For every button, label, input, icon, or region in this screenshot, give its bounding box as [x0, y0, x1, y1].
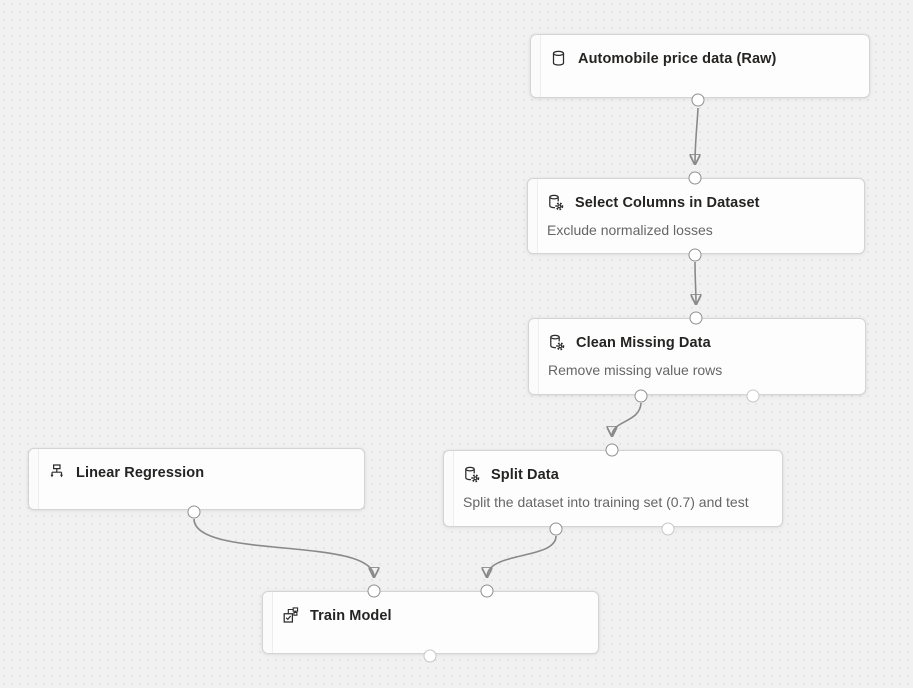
port-output-select-columns[interactable] — [688, 248, 702, 262]
node-left-strip — [29, 449, 39, 509]
edge-select-columns-to-clean-missing[interactable] — [695, 261, 696, 304]
port-input-train-model-left[interactable] — [367, 584, 381, 598]
port-output-clean-missing-data-right[interactable] — [746, 389, 760, 403]
node-title: Select Columns in Dataset — [575, 194, 760, 211]
port-input-select-columns[interactable] — [688, 171, 702, 185]
node-automobile-price-data[interactable]: Automobile price data (Raw) — [530, 34, 870, 98]
algorithm-hierarchy-icon — [48, 464, 65, 481]
port-output-train-model[interactable] — [423, 649, 437, 663]
node-split-data[interactable]: Split Data Split the dataset into traini… — [443, 450, 783, 527]
port-output-clean-missing-data-left[interactable] — [634, 389, 648, 403]
node-clean-missing-data[interactable]: Clean Missing Data Remove missing value … — [528, 318, 866, 395]
node-title: Automobile price data (Raw) — [578, 50, 777, 67]
node-left-strip — [531, 35, 541, 97]
port-input-train-model-right[interactable] — [480, 584, 494, 598]
node-title: Linear Regression — [76, 464, 205, 481]
node-linear-regression[interactable]: Linear Regression — [28, 448, 365, 510]
node-subtitle: Remove missing value rows — [548, 362, 723, 378]
node-select-columns-in-dataset[interactable]: Select Columns in Dataset Exclude normal… — [527, 178, 865, 254]
port-output-linear-regression[interactable] — [187, 505, 201, 519]
node-left-strip — [528, 179, 538, 253]
node-title: Train Model — [310, 607, 392, 624]
train-model-icon — [282, 607, 299, 624]
node-subtitle: Split the dataset into training set (0.7… — [463, 494, 749, 510]
database-gear-icon — [463, 466, 480, 483]
database-gear-icon — [547, 194, 564, 211]
node-title: Clean Missing Data — [576, 334, 711, 351]
node-train-model[interactable]: Train Model — [262, 591, 599, 654]
port-output-split-data-right[interactable] — [661, 522, 675, 536]
port-input-split-data[interactable] — [605, 443, 619, 457]
edge-linear-regression-to-train-model[interactable] — [193, 518, 374, 577]
database-gear-icon — [548, 334, 565, 351]
node-left-strip — [529, 319, 539, 394]
port-output-split-data-left[interactable] — [549, 522, 563, 536]
edge-split-data-to-train-model[interactable] — [487, 535, 557, 577]
port-output-automobile-price-data[interactable] — [691, 93, 705, 107]
node-left-strip — [444, 451, 454, 526]
edge-automobile-to-select-columns[interactable] — [695, 107, 698, 164]
node-title: Split Data — [491, 466, 559, 483]
edge-clean-missing-to-split-data[interactable] — [612, 402, 642, 436]
database-icon — [550, 50, 567, 67]
node-left-strip — [263, 592, 273, 653]
port-input-clean-missing-data[interactable] — [689, 311, 703, 325]
node-subtitle: Exclude normalized losses — [547, 222, 713, 238]
